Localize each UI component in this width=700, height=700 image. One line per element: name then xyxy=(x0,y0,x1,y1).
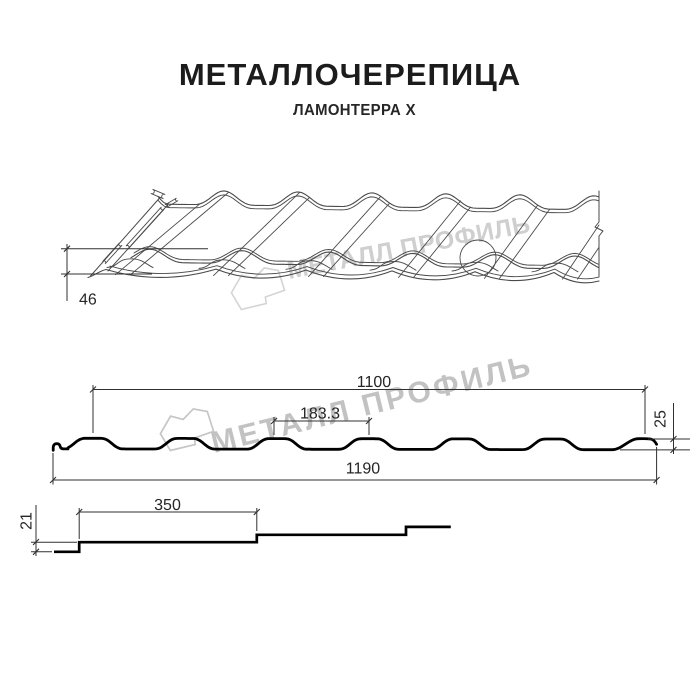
profile-curve xyxy=(51,436,658,452)
dim-wave-pitch-183: 183.3 xyxy=(300,406,340,423)
sheet-back-edge xyxy=(157,190,600,214)
perspective-view xyxy=(87,188,604,284)
dim-module-length-350: 350 xyxy=(154,497,181,514)
longitudinal-section-view xyxy=(54,525,451,554)
page-subtitle: ЛАМОНТЕРРА Х xyxy=(293,101,416,119)
metall-profil-logo-icon xyxy=(230,267,286,311)
metall-profil-logo-icon xyxy=(159,407,215,452)
watermark-top: МЕТАЛЛ ПРОФИЛЬ xyxy=(230,210,533,311)
cross-section-view xyxy=(51,436,658,452)
dim-1190-group xyxy=(49,447,660,485)
dim-cover-width-1100: 1100 xyxy=(357,374,392,391)
page-title: МЕТАЛЛОЧЕРЕПИЦА xyxy=(178,57,522,92)
dim-profile-height-25: 25 xyxy=(653,410,670,428)
sheet-break-line xyxy=(594,190,604,277)
dim-1100-group xyxy=(89,385,649,434)
dim-46-group xyxy=(61,244,208,301)
dimension-lines xyxy=(31,244,690,556)
watermark-text: МЕТАЛЛ ПРОФИЛЬ xyxy=(285,210,533,285)
dim-25-group xyxy=(620,403,690,454)
step-profile-curve xyxy=(54,525,451,554)
dim-step-height-46: 46 xyxy=(79,292,97,309)
sheet-detail-circle xyxy=(459,239,497,277)
dimension-labels: 46 1100 183.3 25 1190 350 21 xyxy=(19,292,670,530)
dim-21-group xyxy=(31,505,77,556)
sheet-step-band xyxy=(130,246,600,270)
dim-350-group xyxy=(75,508,261,539)
dim-183-group xyxy=(270,417,373,435)
dim-step-height-21: 21 xyxy=(19,512,36,530)
dim-overall-width-1190: 1190 xyxy=(346,461,381,478)
sheet-left-edge-rib xyxy=(90,188,179,277)
